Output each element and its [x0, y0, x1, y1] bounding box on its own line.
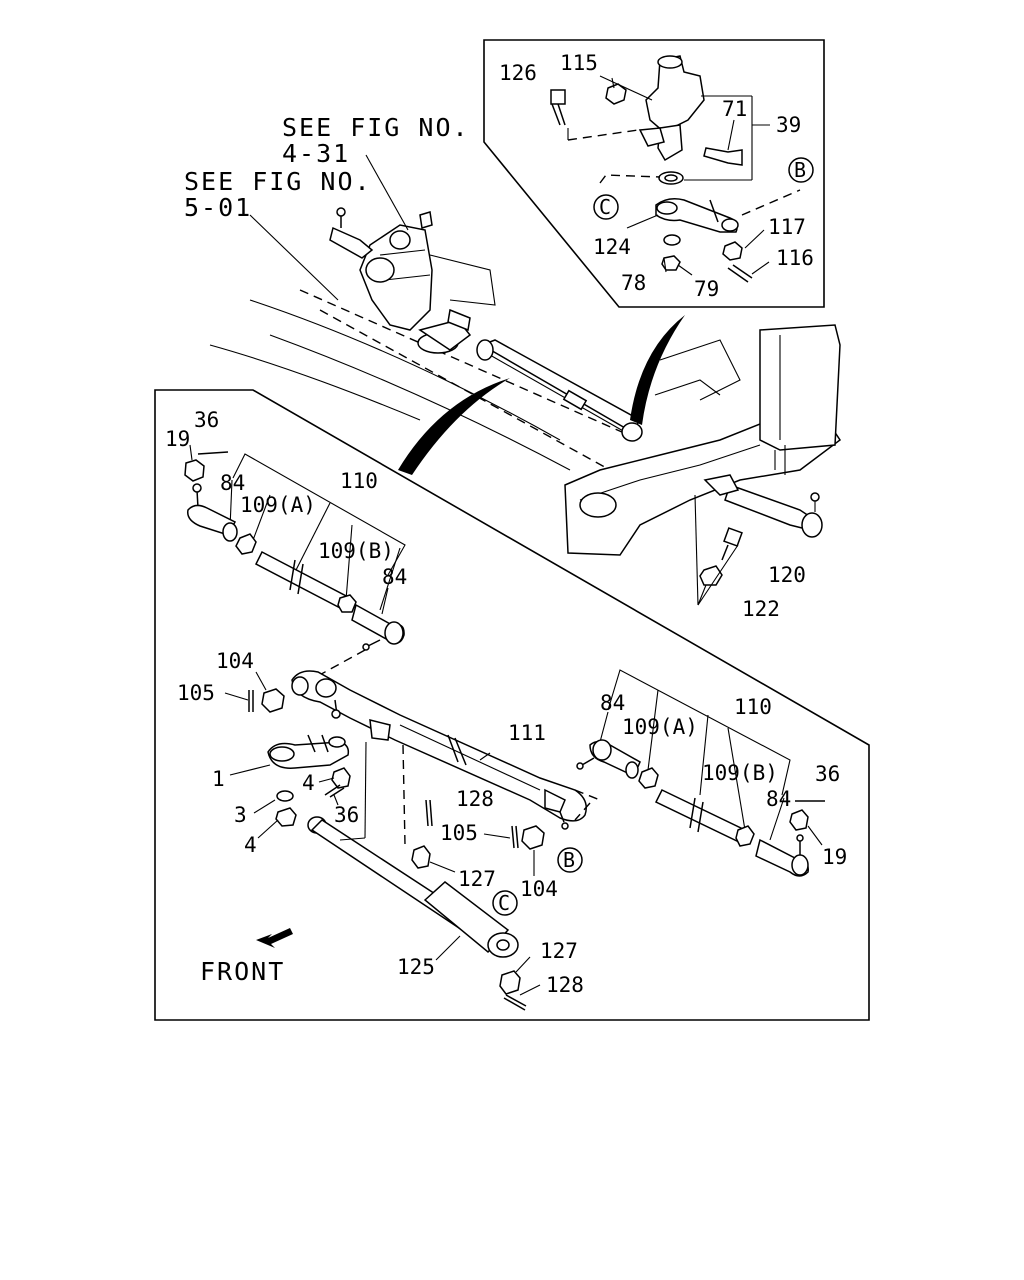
- label-120: 120: [768, 563, 806, 587]
- callout-c-bottom-label: C: [498, 891, 510, 915]
- callout-c-bottom: [492, 890, 518, 916]
- detail-arrow-right: [630, 315, 685, 425]
- label-109b-right: 109(B): [702, 761, 778, 785]
- ref-fig-4-31-line2: 4-31: [282, 139, 350, 168]
- label-36-left: 36: [194, 408, 219, 432]
- label-105-left: 105: [177, 681, 215, 705]
- label-84-right-b: 84: [766, 787, 791, 811]
- steering-damper: [307, 741, 545, 1011]
- label-110-right: 110: [734, 695, 772, 719]
- label-84-right-a: 84: [600, 691, 625, 715]
- linkage-detail-frame: [154, 389, 870, 1021]
- left-tie-rod-assembly: [184, 444, 406, 651]
- ref-fig-4-31-line1: SEE FIG NO.: [282, 113, 470, 142]
- chassis-axle-assembly: [209, 207, 842, 606]
- label-104-left: 104: [216, 649, 254, 673]
- label-124: 124: [593, 235, 631, 259]
- label-84-left-a: 84: [220, 471, 245, 495]
- right-tie-rod-assembly: [576, 669, 825, 877]
- callout-c-top: [593, 194, 619, 220]
- label-127-low: 127: [540, 939, 578, 963]
- label-4-a: 4: [302, 771, 315, 795]
- label-125: 125: [397, 955, 435, 979]
- callout-b-top: [788, 157, 814, 183]
- label-36-right: 36: [815, 762, 840, 786]
- label-122: 122: [742, 597, 780, 621]
- ref-fig-5-01-line1: SEE FIG NO.: [184, 167, 372, 196]
- front-label: FRONT: [200, 957, 285, 986]
- label-3: 3: [234, 803, 247, 827]
- label-128-low: 128: [546, 973, 584, 997]
- callout-b-bottom: [557, 847, 583, 873]
- label-126: 126: [499, 61, 537, 85]
- label-84-left-b: 84: [382, 565, 407, 589]
- label-128-mid: 128: [456, 787, 494, 811]
- label-109a-right: 109(A): [622, 715, 698, 739]
- label-19-left: 19: [165, 427, 190, 451]
- label-78: 78: [621, 271, 646, 295]
- label-4-b: 4: [244, 833, 257, 857]
- label-105-mid: 105: [440, 821, 478, 845]
- label-116: 116: [776, 246, 814, 270]
- ref-fig-5-01-line2: 5-01: [184, 193, 252, 222]
- label-104-mid: 104: [520, 877, 558, 901]
- label-111: 111: [508, 721, 546, 745]
- label-36-mid: 36: [334, 803, 359, 827]
- label-109b-left: 109(B): [318, 539, 394, 563]
- label-39: 39: [776, 113, 801, 137]
- callout-b-top-label: B: [794, 158, 806, 182]
- label-1: 1: [212, 767, 225, 791]
- label-109a-left: 109(A): [240, 493, 316, 517]
- label-79: 79: [694, 277, 719, 301]
- cross-tube-assembly: [224, 649, 601, 839]
- label-19-right: 19: [822, 845, 847, 869]
- callout-b-bottom-label: B: [563, 848, 575, 872]
- callout-c-top-label: C: [599, 195, 611, 219]
- idler-arm-detail-frame: [483, 39, 825, 308]
- front-direction-arrow: [256, 928, 293, 948]
- label-110-left: 110: [340, 469, 378, 493]
- detail-arrow-left: [398, 378, 510, 475]
- label-115: 115: [560, 51, 598, 75]
- label-71: 71: [722, 97, 747, 121]
- label-117: 117: [768, 215, 806, 239]
- label-127-mid: 127: [458, 867, 496, 891]
- idler-arm-detail: [550, 55, 801, 283]
